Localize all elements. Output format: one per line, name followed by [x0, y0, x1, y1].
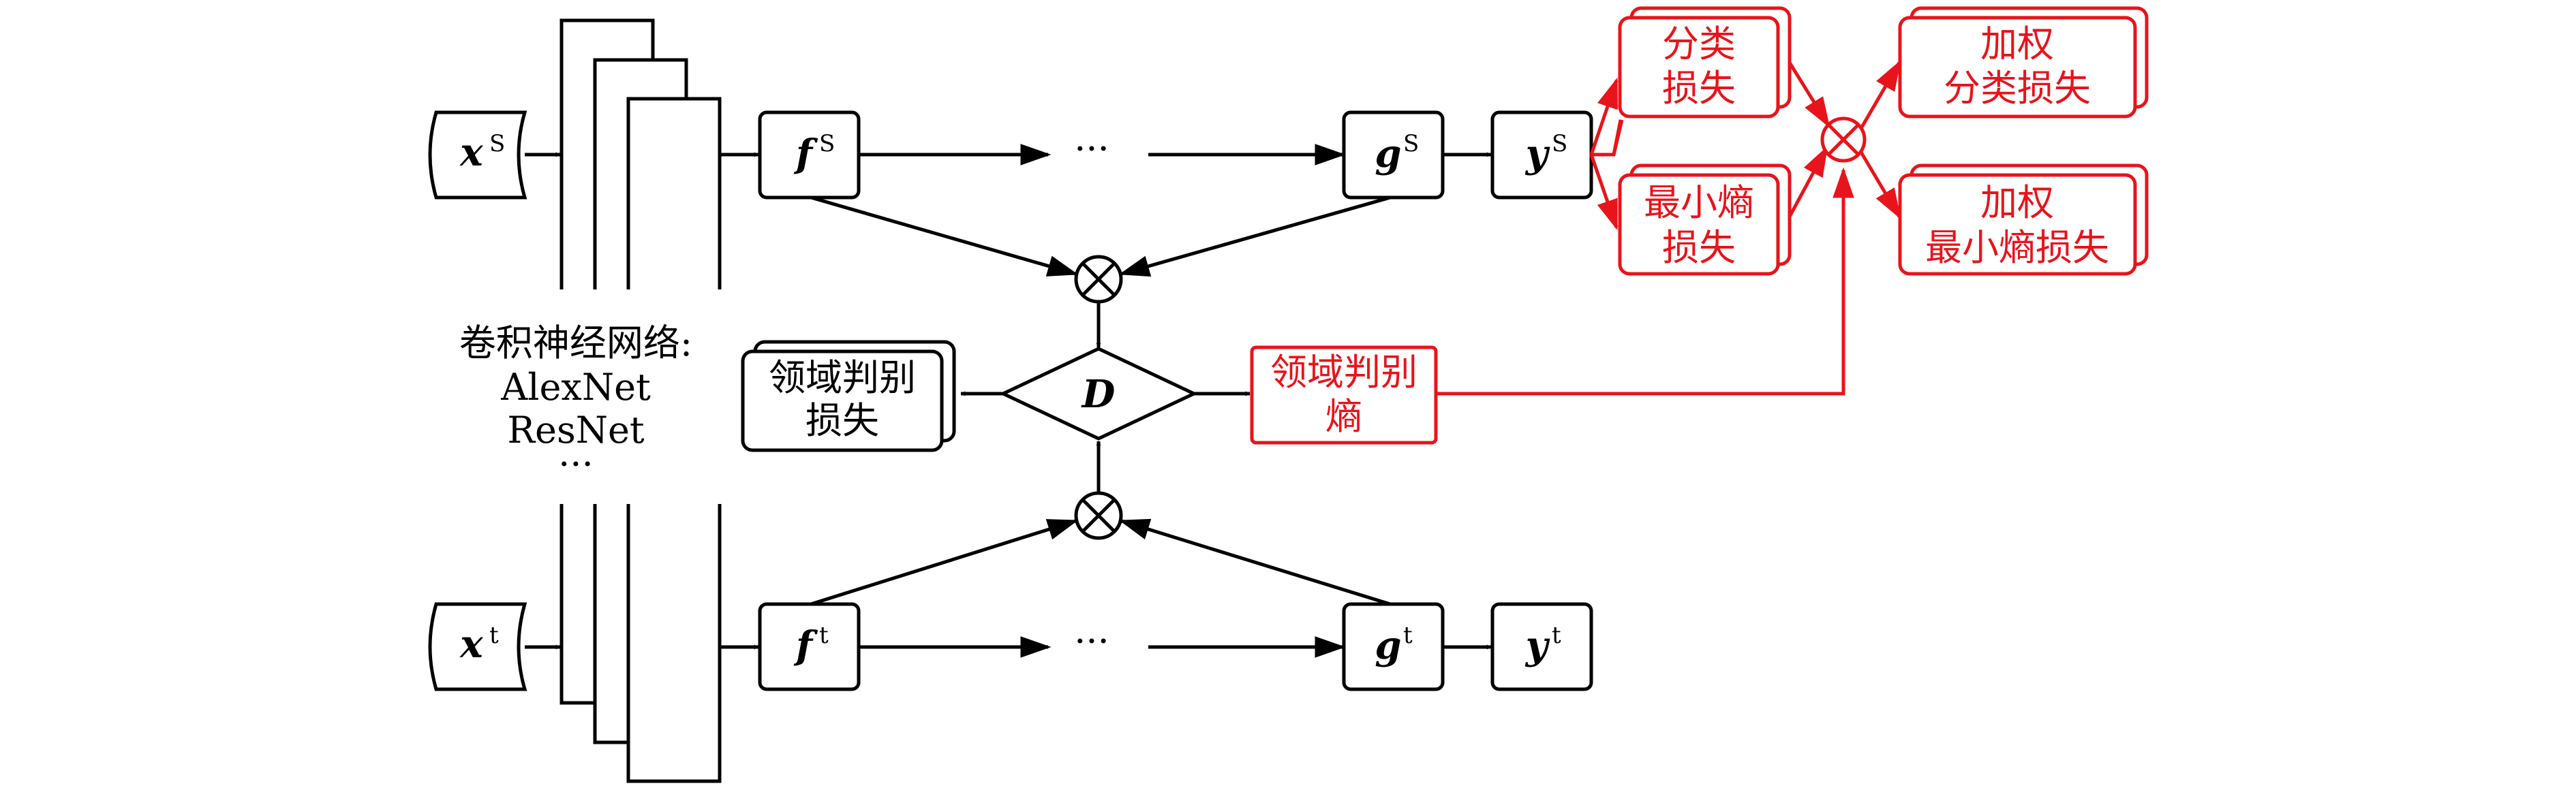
otimes-red-icon	[1820, 116, 1867, 163]
otimes-target-icon	[1074, 491, 1123, 540]
svg-text:S: S	[1403, 130, 1419, 157]
svg-text:y: y	[1524, 623, 1550, 668]
node-f-target: f t	[758, 602, 861, 691]
svg-text:分类: 分类	[1662, 22, 1736, 65]
arrow-entropy-otimes-red	[1436, 167, 1854, 396]
discriminator-node: D	[999, 347, 1198, 441]
min-entropy-loss-box: 最小熵 损失	[1618, 163, 1792, 276]
svg-text:分类损失: 分类损失	[1944, 67, 2091, 110]
arrow-ys-minentropy	[1589, 154, 1619, 231]
svg-text:t: t	[1403, 622, 1413, 649]
arrow-ft-otimes	[810, 519, 1079, 606]
svg-text:加权: 加权	[1980, 181, 2054, 224]
cnn-stack: 卷积神经网络: AlexNet ResNet ···	[443, 18, 729, 783]
domain-disc-entropy-box: 领域判别 熵	[1250, 345, 1438, 445]
svg-text:S: S	[819, 130, 835, 157]
svg-text:损失: 损失	[806, 399, 879, 442]
otimes-source-icon	[1074, 255, 1123, 304]
svg-text:g: g	[1375, 131, 1401, 176]
svg-text:D: D	[1081, 372, 1116, 417]
arrow-otimes-wclass	[1858, 60, 1901, 131]
svg-text:g: g	[1375, 623, 1401, 668]
arrow-fs-otimes	[810, 195, 1079, 277]
cnn-label-line4: ···	[558, 443, 594, 486]
node-f-source: f S	[758, 110, 861, 200]
svg-text:S: S	[489, 130, 505, 157]
arrow-ys-classification	[1589, 77, 1619, 155]
cnn-label-line3: ResNet	[507, 409, 645, 452]
dots-target: ···	[1074, 620, 1109, 663]
svg-text:领域判别: 领域判别	[1270, 351, 1417, 394]
arrow-gt-otimes	[1118, 518, 1391, 606]
svg-text:t: t	[489, 622, 499, 649]
svg-text:x: x	[459, 130, 483, 175]
arrow-minent-otimes	[1788, 146, 1828, 218]
svg-text:最小熵损失: 最小熵损失	[1925, 226, 2109, 269]
node-g-source: g S	[1342, 110, 1445, 200]
domain-disc-loss-box: 领域判别 损失	[741, 340, 956, 452]
svg-text:t: t	[819, 622, 829, 649]
target-input: x t	[428, 602, 527, 691]
svg-text:y: y	[1524, 131, 1550, 176]
cnn-label-line2: AlexNet	[500, 366, 651, 409]
svg-text:熵: 熵	[1325, 395, 1362, 438]
classification-loss-box: 分类 损失	[1618, 6, 1792, 119]
cnn-label-line1: 卷积神经网络:	[459, 321, 692, 364]
node-y-source: y S	[1490, 110, 1593, 200]
svg-text:t: t	[1552, 622, 1561, 649]
svg-text:加权: 加权	[1980, 22, 2054, 65]
arrow-otimes-wminent	[1858, 150, 1901, 219]
source-input: x S	[428, 110, 527, 200]
svg-text:损失: 损失	[1662, 226, 1736, 269]
weighted-classification-loss-box: 加权 分类损失	[1898, 6, 2149, 119]
node-y-target: y t	[1490, 602, 1593, 691]
svg-text:最小熵: 最小熵	[1644, 181, 1754, 224]
svg-text:S: S	[1552, 130, 1567, 157]
svg-text:领域判别: 领域判别	[769, 356, 916, 399]
arrow-class-otimes	[1788, 61, 1830, 128]
weighted-min-entropy-loss-box: 加权 最小熵损失	[1898, 163, 2149, 276]
dots-source: ···	[1074, 127, 1109, 170]
arrow-gs-otimes	[1118, 195, 1391, 277]
node-g-target: g t	[1342, 602, 1445, 691]
svg-text:损失: 损失	[1662, 67, 1736, 110]
svg-text:x: x	[459, 622, 483, 667]
